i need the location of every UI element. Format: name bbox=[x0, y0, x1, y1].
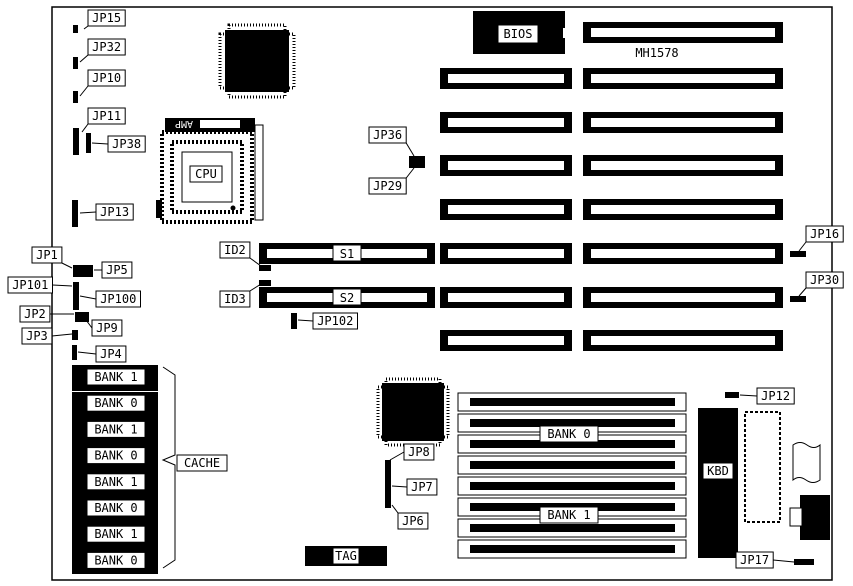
cpu-label: CPU bbox=[195, 167, 217, 181]
cache-bank-label: BANK 1 bbox=[94, 527, 137, 541]
jumper-headers bbox=[72, 25, 814, 565]
bios-label: BIOS bbox=[504, 27, 533, 41]
jumper-label-jp101: JP101 bbox=[12, 278, 48, 292]
cache-label: CACHE bbox=[184, 456, 220, 470]
kbd-controller bbox=[698, 408, 738, 558]
jumper-label-jp5: JP5 bbox=[106, 263, 128, 277]
cache-bank-label: BANK 1 bbox=[94, 475, 137, 489]
jumper-label-jp2: JP2 bbox=[24, 307, 46, 321]
jumper-label-jp100: JP100 bbox=[100, 292, 136, 306]
chipset-chip bbox=[382, 383, 444, 441]
expansion-slots bbox=[259, 22, 783, 351]
cache-bank-label: BANK 1 bbox=[94, 422, 137, 436]
board-model-label: MH1578 bbox=[635, 46, 678, 60]
resistor-array bbox=[744, 411, 781, 523]
jumper-label-jp29: JP29 bbox=[373, 179, 402, 193]
cache-bank-label: BANK 0 bbox=[94, 553, 137, 567]
slot-s1-label: S1 bbox=[340, 247, 354, 261]
jumper-label-jp8: JP8 bbox=[408, 445, 430, 459]
jumper-label-jp13: JP13 bbox=[100, 205, 129, 219]
jumper-label-jp6: JP6 bbox=[402, 514, 424, 528]
cache-bank-label: BANK 0 bbox=[94, 501, 137, 515]
jumper-label-jp36: JP36 bbox=[373, 128, 402, 142]
jumper-label-id2: ID2 bbox=[224, 243, 246, 257]
slot-s2-label: S2 bbox=[340, 291, 354, 305]
jumper-label-id3: ID3 bbox=[224, 292, 246, 306]
jumper-label-jp10: JP10 bbox=[92, 71, 121, 85]
cache-bank-label: BANK 0 bbox=[94, 449, 137, 463]
jumper-label-jp11: JP11 bbox=[92, 109, 121, 123]
keyboard-connector bbox=[800, 495, 830, 540]
jumper-label-jp38: JP38 bbox=[112, 137, 141, 151]
jumper-label-jp3: JP3 bbox=[26, 329, 48, 343]
jumper-label-jp15: JP15 bbox=[92, 11, 121, 25]
simm-bank1-label: BANK 1 bbox=[547, 508, 590, 522]
simm-bank0-label: BANK 0 bbox=[547, 427, 590, 441]
cache-bank-label: BANK 1 bbox=[94, 370, 137, 384]
jumper-label-jp9: JP9 bbox=[96, 321, 118, 335]
jumper-label-jp4: JP4 bbox=[100, 347, 122, 361]
jumper-label-jp12: JP12 bbox=[761, 389, 790, 403]
chip-top bbox=[225, 30, 289, 92]
amp-label: AMP bbox=[175, 118, 193, 129]
jumper-label-jp102: JP102 bbox=[317, 314, 353, 328]
jumper-label-jp32: JP32 bbox=[92, 40, 121, 54]
cache-bank-label: BANK 0 bbox=[94, 396, 137, 410]
battery-outline bbox=[792, 442, 821, 483]
jumper-label-jp16: JP16 bbox=[810, 227, 839, 241]
jumper-label-jp1: JP1 bbox=[36, 248, 58, 262]
kbd-label: KBD bbox=[707, 464, 729, 478]
jumper-label-jp7: JP7 bbox=[411, 480, 433, 494]
jumper-label-jp17: JP17 bbox=[740, 553, 769, 567]
jumper-label-jp30: JP30 bbox=[810, 273, 839, 287]
tag-label: TAG bbox=[335, 549, 357, 563]
